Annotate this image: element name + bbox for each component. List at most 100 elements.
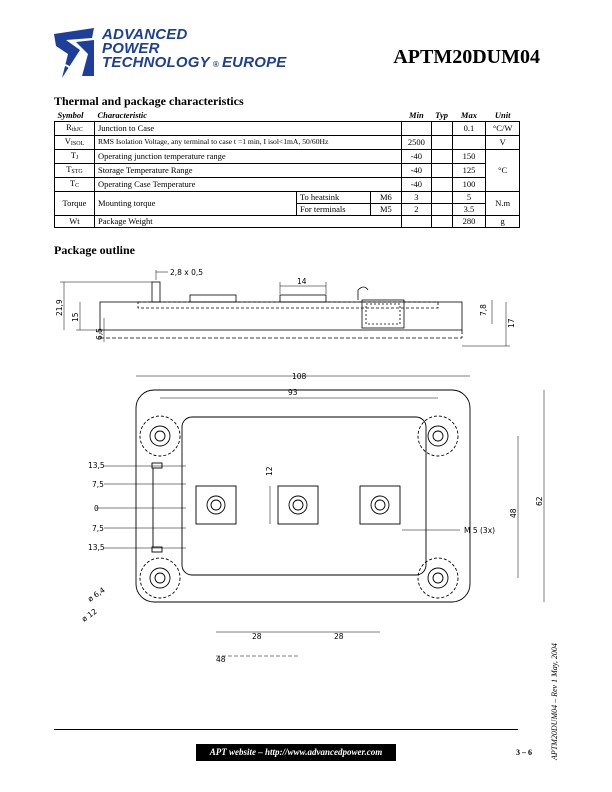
row-max: 100 xyxy=(451,176,487,192)
row-characteristic: Storage Temperature Range xyxy=(93,162,403,178)
row-symbol: TSTG xyxy=(54,162,95,178)
mount-boss xyxy=(139,415,181,457)
row-unit: g xyxy=(485,214,520,228)
company-line2: POWER xyxy=(102,40,160,57)
mount-boss xyxy=(417,415,459,457)
dim-first-terminal: 48 xyxy=(216,655,226,664)
dim-hole-spacing: 93 xyxy=(288,388,298,397)
company-line3a: TECHNOLOGY xyxy=(102,54,210,71)
side-terminal xyxy=(189,294,237,303)
dim-total-side: 17 xyxy=(507,318,516,328)
row-symbol: RthJC xyxy=(54,120,95,136)
dim-y-label: 0 xyxy=(94,504,99,513)
row-characteristic: Operating Case Temperature xyxy=(93,176,403,192)
row-min: 2500 xyxy=(401,134,432,150)
row-min: -40 xyxy=(401,162,432,178)
row-typ xyxy=(430,120,453,136)
dim-terminal-height: 7,8 xyxy=(479,304,488,316)
table-row: Torque Mounting torque To heatsink M6 3 … xyxy=(54,190,520,216)
row-characteristic: Operating junction temperature range xyxy=(93,148,403,164)
row-min: 2 xyxy=(401,202,432,216)
thermal-table: Symbol Characteristic Min Typ Max Unit R… xyxy=(54,109,520,228)
top-body xyxy=(135,389,471,603)
table-row: TSTG Storage Temperature Range -40 125 xyxy=(54,162,520,178)
col-characteristic: Characteristic xyxy=(94,109,402,122)
row-typ xyxy=(430,176,453,192)
lightning-wave-logo-icon xyxy=(54,28,94,78)
mount-boss xyxy=(417,557,459,599)
row-symbol: Wt xyxy=(54,214,95,228)
table-row: Wt Package Weight 280 g xyxy=(54,214,520,228)
mount-hole xyxy=(149,567,171,589)
website-link[interactable]: APT website – http://www.advancedpower.c… xyxy=(196,744,396,761)
row-typ xyxy=(430,134,453,150)
dim-hole-diameter: ø 6,4 xyxy=(86,585,107,603)
row-typ xyxy=(430,202,453,216)
row-characteristic: Package Weight xyxy=(93,214,403,228)
signal-pin xyxy=(151,546,163,553)
row-symbol: VISOL xyxy=(54,134,95,150)
row-typ xyxy=(430,148,453,164)
col-typ: Typ xyxy=(431,109,453,122)
dim-boss-diameter: ø 12 xyxy=(80,607,99,624)
dim-terminal-pitch: 28 xyxy=(334,632,344,641)
row-symbol: TJ xyxy=(54,148,95,164)
dim-body-height: 15 xyxy=(71,312,80,322)
row-min: -40 xyxy=(401,148,432,164)
power-terminal xyxy=(277,485,319,525)
row-condition: For terminals xyxy=(295,202,371,216)
dim-y-label: 13,5 xyxy=(88,543,105,552)
row-screw: M5 xyxy=(369,202,403,216)
mount-boss xyxy=(139,557,181,599)
dim-terminal-thread: M 5 (3x) xyxy=(464,526,495,535)
power-terminal xyxy=(195,485,237,525)
col-min: Min xyxy=(401,109,432,122)
row-characteristic: RMS Isolation Voltage, any terminal to c… xyxy=(93,134,403,150)
row-max: 280 xyxy=(451,214,487,228)
row-characteristic: Junction to Case xyxy=(93,120,403,136)
row-unit: °C xyxy=(485,148,520,192)
side-terminal-section xyxy=(361,299,405,329)
dim-y-label: 7,5 xyxy=(92,480,104,489)
dim-overall-height: 21,9 xyxy=(55,299,64,316)
top-view xyxy=(135,389,471,603)
row-symbol: TC xyxy=(54,176,95,192)
signal-pin xyxy=(151,462,163,469)
dim-terminal-width: 14 xyxy=(297,277,307,286)
row-unit: N.m xyxy=(485,190,520,216)
row-unit: °C/W xyxy=(485,120,520,136)
dim-terminal-size: 12 xyxy=(265,466,274,476)
dim-y-label: 7,5 xyxy=(92,524,104,533)
row-max: 0.1 xyxy=(451,120,487,136)
dim-overall-length: 108 xyxy=(292,372,307,381)
thermal-section-title: Thermal and package characteristics xyxy=(54,94,244,108)
col-max: Max xyxy=(452,109,486,122)
page-number: 3 – 6 xyxy=(516,748,532,757)
row-min xyxy=(401,120,432,136)
company-line3b: EUROPE xyxy=(221,54,287,71)
row-screw: M6 xyxy=(369,190,403,204)
row-min: -40 xyxy=(401,176,432,192)
row-max: 150 xyxy=(451,148,487,164)
table-row: VISOL RMS Isolation Voltage, any termina… xyxy=(54,134,520,150)
row-symbol: Torque xyxy=(54,190,95,216)
row-max: 125 xyxy=(451,162,487,178)
dim-overall-width: 62 xyxy=(535,496,544,506)
side-pin xyxy=(151,281,161,303)
company-line1: ADVANCED xyxy=(102,26,188,43)
col-unit: Unit xyxy=(485,109,520,122)
dim-base-height: 6,5 xyxy=(95,328,104,340)
table-row: TC Operating Case Temperature -40 100 xyxy=(54,176,520,192)
row-min: 3 xyxy=(401,190,432,204)
row-typ xyxy=(430,190,453,204)
row-condition: To heatsink xyxy=(295,190,371,204)
top-lid xyxy=(181,416,427,576)
row-max: 3.5 xyxy=(451,202,487,216)
dim-terminal-pitch: 28 xyxy=(252,632,262,641)
mount-hole xyxy=(427,425,449,447)
row-typ xyxy=(430,214,453,228)
thermal-header-row: Symbol Characteristic Min Typ Max Unit xyxy=(54,109,520,122)
revision-side-text: APTM20DUM04 – Rev 1 May, 2004 xyxy=(550,643,559,760)
table-row: RthJC Junction to Case 0.1 °C/W xyxy=(54,120,520,136)
row-unit: V xyxy=(485,134,520,150)
